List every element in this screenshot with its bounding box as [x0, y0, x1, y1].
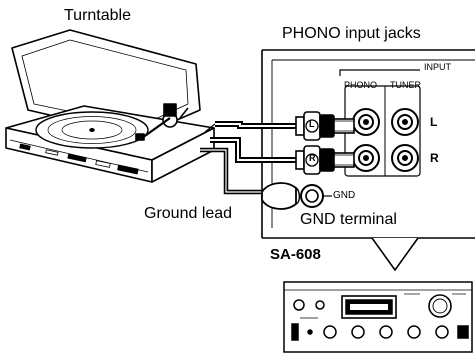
turntable-illustration	[5, 29, 216, 183]
rear-panel	[261, 49, 475, 239]
phono-jack-right[interactable]	[352, 144, 380, 172]
gnd-terminal[interactable]	[300, 184, 332, 208]
ground-lead-label: Ground lead	[144, 205, 233, 222]
right-channel-label: R	[430, 151, 439, 165]
phono-input-jacks-label: PHONO input jacks	[282, 25, 421, 42]
tuner-jack-left[interactable]	[391, 108, 419, 136]
selector-knob[interactable]	[293, 299, 305, 311]
rca-plug-right	[295, 145, 355, 175]
plug-right-marker: R	[309, 153, 316, 163]
phono-cables	[210, 121, 296, 163]
tuner-jack-right[interactable]	[391, 144, 419, 172]
turntable-label: Turntable	[64, 7, 131, 24]
phono-jack-label: PHONO	[344, 80, 378, 90]
amplifier-front	[283, 281, 473, 353]
gnd-label: GND	[333, 190, 356, 201]
tonearm	[135, 103, 189, 141]
gnd-terminal-label: GND terminal	[300, 211, 397, 228]
ground-lead	[200, 147, 301, 210]
tuner-jack-label: TUNER	[390, 80, 421, 90]
callout-pointer	[371, 237, 419, 272]
left-channel-label: L	[430, 115, 438, 129]
phono-jack-left[interactable]	[352, 108, 380, 136]
rca-plug-left	[295, 111, 355, 141]
model-label: SA-608	[270, 246, 321, 263]
input-label: INPUT	[424, 62, 451, 72]
plug-left-marker: L	[309, 119, 315, 129]
